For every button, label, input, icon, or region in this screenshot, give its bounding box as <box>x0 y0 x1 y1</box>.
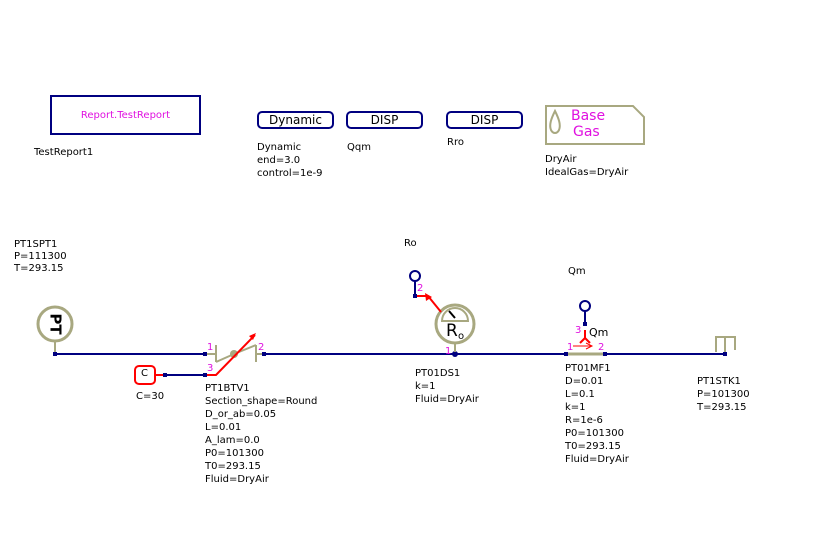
report-name: TestReport1 <box>34 147 94 158</box>
mass-flow-port-1: 1 <box>567 342 574 353</box>
valve-param: PT1BTV1 <box>205 383 250 394</box>
dynamic-param: control=1e-9 <box>257 168 323 179</box>
report-block[interactable]: Report.TestReport <box>50 95 201 135</box>
density-icon-label: R <box>446 321 458 341</box>
base-gas-param: DryAir <box>545 154 577 165</box>
disp-ro-label: DISP <box>470 113 499 127</box>
sink-param: PT1STK1 <box>697 376 741 387</box>
mass-flow-component[interactable] <box>568 300 603 356</box>
node <box>603 352 607 356</box>
dynamic-block-label: Dynamic <box>269 113 322 127</box>
mass-flow-param: P0=101300 <box>565 428 624 439</box>
density-icon-sub: o <box>458 331 465 342</box>
disp-ro-name: Rro <box>447 137 464 148</box>
node <box>203 352 207 356</box>
mass-flow-param: D=0.01 <box>565 376 604 387</box>
report-block-label: Report.TestReport <box>80 109 171 121</box>
drop-icon <box>549 108 561 134</box>
valve-port-3: 3 <box>207 363 214 374</box>
valve-param: L=0.01 <box>205 422 242 433</box>
mass-flow-port-3: 3 <box>575 325 582 336</box>
node <box>53 352 57 356</box>
valve-param: A_lam=0.0 <box>205 435 260 446</box>
constant-icon-label: C <box>141 368 148 379</box>
base-gas-line1: Base <box>571 108 606 124</box>
mass-flow-param: PT01MF1 <box>565 363 611 374</box>
node <box>262 352 266 356</box>
density-param: k=1 <box>415 381 436 392</box>
density-sensor-component[interactable] <box>409 270 476 352</box>
disp-ro-block[interactable]: DISP <box>446 111 523 129</box>
mass-flow-param: T0=293.15 <box>565 441 621 452</box>
valve-param: Section_shape=Round <box>205 396 318 407</box>
base-gas-frame <box>545 105 645 145</box>
valve-component[interactable] <box>207 333 262 376</box>
node <box>203 373 207 377</box>
node <box>723 352 727 356</box>
node <box>564 352 568 356</box>
base-gas-line2: Gas <box>573 124 600 140</box>
source-param: P=111300 <box>14 251 67 262</box>
mass-flow-param: R=1e-6 <box>565 415 603 426</box>
valve-param: D_or_ab=0.05 <box>205 409 277 420</box>
dynamic-block[interactable]: Dynamic <box>257 111 334 129</box>
density-param: Fluid=DryAir <box>415 394 479 405</box>
source-param: PT1SPT1 <box>14 239 58 250</box>
density-signal-name: Ro <box>404 238 417 249</box>
source-component[interactable] <box>36 305 74 352</box>
mass-flow-port-2: 2 <box>598 342 605 353</box>
disp-qm-label: DISP <box>370 113 399 127</box>
valve-param: T0=293.15 <box>205 461 261 472</box>
sink-component[interactable] <box>715 336 736 352</box>
density-port-1: 1 <box>445 346 452 357</box>
sink-param: P=101300 <box>697 389 750 400</box>
disp-qm-block[interactable]: DISP <box>346 111 423 129</box>
mass-flow-param: L=0.1 <box>565 389 595 400</box>
mass-flow-param: Fluid=DryAir <box>565 454 629 465</box>
node <box>163 373 167 377</box>
base-gas-block[interactable]: Base Gas <box>545 105 645 145</box>
valve-param: P0=101300 <box>205 448 264 459</box>
base-gas-param: IdealGas=DryAir <box>545 167 629 178</box>
dynamic-param: end=3.0 <box>257 155 301 166</box>
node <box>452 351 458 357</box>
constant-param: C=30 <box>136 391 165 402</box>
valve-port-1: 1 <box>207 342 214 353</box>
mass-flow-icon-label: Qm <box>589 326 609 339</box>
mass-flow-param: k=1 <box>565 402 586 413</box>
mass-flow-signal-name: Qm <box>568 266 586 277</box>
density-param: PT01DS1 <box>415 368 461 379</box>
disp-qm-name: Qqm <box>347 142 371 153</box>
dynamic-param: Dynamic <box>257 142 302 153</box>
valve-port-2: 2 <box>258 342 265 353</box>
density-port-2: 2 <box>417 283 424 294</box>
sink-param: T=293.15 <box>697 402 747 413</box>
constant-component[interactable] <box>134 365 163 385</box>
source-param: T=293.15 <box>14 263 64 274</box>
source-icon-label: PT <box>46 313 65 335</box>
valve-param: Fluid=DryAir <box>205 474 269 485</box>
